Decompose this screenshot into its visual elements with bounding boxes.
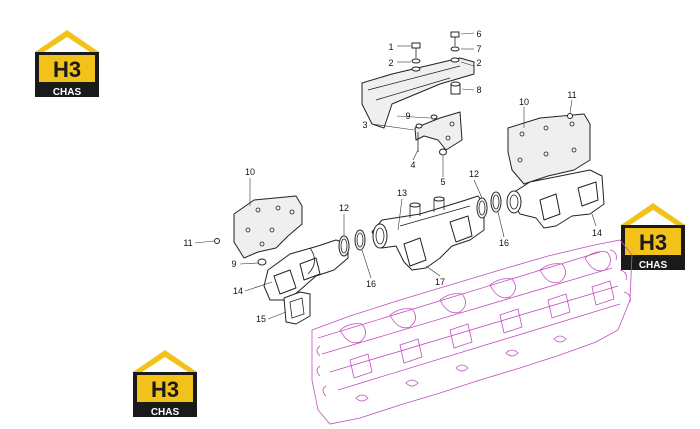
exhaust-manifold-front [263,239,349,301]
logo-wordmark: CHAS [151,407,180,418]
callout-17: 17 [435,277,445,287]
callout-11: 11 [567,90,576,100]
callout-2: 2 [476,58,481,68]
callout-9: 9 [231,259,236,269]
seal-ring [354,229,366,251]
logo-mark: H3 [151,377,179,402]
logo-wordmark: CHAS [53,87,82,98]
dowel-pin [214,238,220,244]
washer [450,46,460,52]
callout-5: 5 [440,177,445,187]
logo-mark: H3 [53,57,81,82]
callout-10: 10 [519,97,529,107]
logo-wordmark: CHAS [639,260,668,271]
spacer-nut [450,81,461,95]
callout-15: 15 [256,314,266,324]
callout-9: 9 [405,111,410,121]
washer [411,58,421,64]
callout-14: 14 [592,228,602,238]
flange-gasket [283,291,311,325]
callout-13: 13 [397,188,407,198]
bolt [411,42,421,58]
callout-16: 16 [499,238,509,248]
cylinder-head-outline [311,239,633,425]
heat-shield [361,57,475,129]
callout-12: 12 [339,203,349,213]
callout-14: 14 [233,286,243,296]
callout-11: 11 [183,238,192,248]
dowel-pin [567,113,573,119]
brand-logo: H3 CHAS [621,203,685,271]
brand-logo: H3 CHAS [133,350,197,418]
leader-lines [194,32,597,320]
callout-1: 1 [388,42,393,52]
callout-12: 12 [469,169,479,179]
seal-ring [490,191,502,213]
callout-labels: 1 2 2 3 4 5 6 7 8 9 9 10 10 11 11 12 12 … [183,29,602,324]
exhaust-manifold-left [233,195,303,259]
nut [257,258,267,266]
seal-ring [476,197,488,219]
logo-mark: H3 [639,230,667,255]
callout-6: 6 [476,29,481,39]
callout-16: 16 [366,279,376,289]
bracket [414,111,463,156]
callout-8: 8 [476,85,481,95]
callout-2: 2 [388,58,393,68]
callout-10: 10 [245,167,255,177]
bolt [450,31,460,46]
brand-logo: H3 CHAS [35,30,99,98]
exhaust-manifold-rear [506,169,605,229]
seal-ring [338,235,350,257]
callout-4: 4 [410,160,415,170]
exhaust-manifold-center [371,195,485,271]
callout-3: 3 [362,120,367,130]
callout-7: 7 [476,44,481,54]
